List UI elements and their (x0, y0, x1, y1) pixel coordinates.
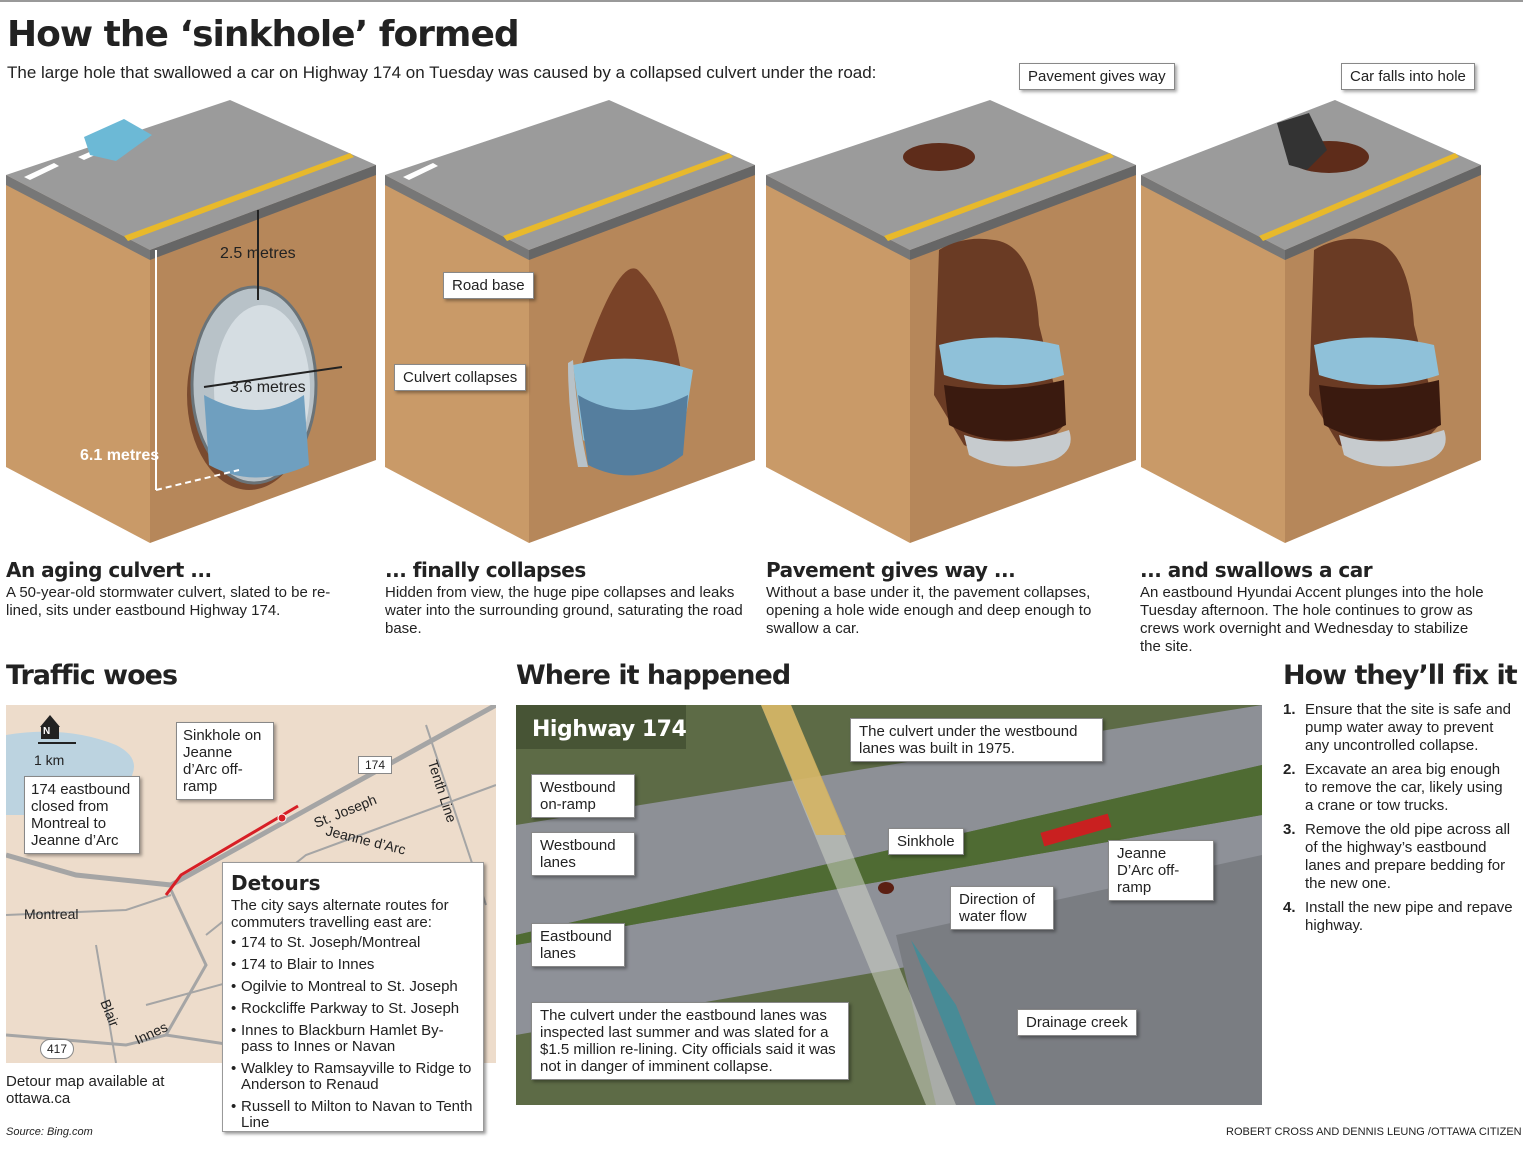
stage-2-text: Hidden from view, the huge pipe collapse… (385, 584, 743, 637)
source-note: Source: Bing.com (6, 1126, 93, 1138)
fix-step: 2. Excavate an area big enough to remove … (1283, 761, 1513, 815)
detours-box: Detours The city says alternate routes f… (222, 862, 484, 1132)
closed-road-callout: 174 eastbound closed from Montreal to Je… (24, 776, 140, 854)
westbound-culvert-callout: The culvert under the westbound lanes wa… (850, 718, 1103, 762)
fix-step-text: Ensure that the site is safe and pump wa… (1305, 701, 1511, 754)
depth-label: 2.5 metres (220, 245, 296, 262)
fix-step-number: 2. (1283, 761, 1296, 778)
stage-2-heading: ... finally collapses (385, 558, 586, 582)
page-subtitle: The large hole that swallowed a car on H… (7, 63, 877, 82)
eastbound-lanes-callout: Eastbound lanes (531, 923, 625, 967)
diameter-label: 3.6 metres (230, 379, 306, 396)
detour-item: Innes to Blackburn Hamlet By-pass to Inn… (231, 1023, 475, 1055)
westbound-onramp-callout: Westbound on-ramp (531, 774, 635, 818)
drainage-creek-callout: Drainage creek (1017, 1009, 1137, 1036)
fix-step: 1. Ensure that the site is safe and pump … (1283, 701, 1513, 755)
car-falls-callout: Car falls into hole (1341, 63, 1475, 90)
scale-label: 1 km (34, 752, 65, 768)
stage-1-heading: An aging culvert ... (6, 558, 212, 582)
stage-3-svg (766, 100, 1136, 543)
detour-map-note: Detour map available at ottawa.ca (6, 1073, 165, 1107)
hwy-417-shield: 417 (40, 1039, 75, 1059)
stage-4-text: An eastbound Hyundai Accent plunges into… (1140, 584, 1484, 655)
culvert-collapses-callout: Culvert collapses (394, 364, 527, 391)
stage-4-svg (1141, 100, 1481, 543)
fix-step: 4. Install the new pipe and repave highwa… (1283, 899, 1513, 935)
stage-3-illustration (764, 95, 1136, 545)
detour-item: Rockcliffe Parkway to St. Joseph (231, 1001, 475, 1018)
stage-3-caption: Pavement gives way ... Without a base un… (766, 558, 1126, 638)
stage-1-text: A 50-year-old stormwater culvert, slated… (6, 584, 331, 619)
westbound-lanes-callout: Westbound lanes (531, 832, 635, 876)
stage-3-text: Without a base under it, the pavement co… (766, 584, 1092, 637)
stage-2-illustration (383, 95, 755, 545)
page-title: How the ‘sinkhole’ formed (7, 14, 520, 55)
fix-steps: 1. Ensure that the site is safe and pump … (1283, 701, 1513, 941)
fix-step: 3. Remove the old pipe across all of the … (1283, 821, 1513, 893)
sinkhole-callout: Sinkhole (888, 828, 964, 855)
detour-item: Ogilvie to Montreal to St. Joseph (231, 979, 475, 996)
detour-item: Walkley to Ramsayville to Ridge to Ander… (231, 1061, 475, 1093)
hwy-174-shield: 174 (358, 756, 393, 774)
where-heading: Where it happened (516, 660, 791, 691)
detour-item: Russell to Milton to Navan to Tenth Line (231, 1099, 475, 1131)
fix-step-number: 1. (1283, 701, 1296, 718)
fix-step-number: 4. (1283, 899, 1296, 916)
fix-list: 1. Ensure that the site is safe and pump … (1283, 701, 1513, 935)
fix-heading: How they’ll fix it (1283, 660, 1518, 691)
stage-2-svg (385, 100, 755, 543)
fix-step-text: Remove the old pipe across all of the hi… (1305, 821, 1511, 892)
stage-4-illustration (1139, 95, 1511, 545)
detours-list: 174 to St. Joseph/Montreal 174 to Blair … (231, 935, 475, 1131)
pavement-gives-way-callout: Pavement gives way (1019, 63, 1175, 90)
fix-step-number: 3. (1283, 821, 1296, 838)
detour-item: 174 to Blair to Innes (231, 957, 475, 974)
stage-1-illustration (4, 95, 376, 545)
stage-4-caption: ... and swallows a car An eastbound Hyun… (1140, 558, 1485, 656)
road-base-callout: Road base (443, 272, 534, 299)
montreal-road-label: Montreal (24, 906, 79, 922)
stage-1-caption: An aging culvert ... A 50-year-old storm… (6, 558, 366, 620)
aerial-highway-label: Highway 174 (532, 717, 687, 742)
detours-intro: The city says alternate routes for commu… (231, 897, 449, 931)
stage-2-caption: ... finally collapses Hidden from view, … (385, 558, 745, 638)
detours-heading: Detours (231, 871, 321, 895)
water-flow-callout: Direction of water flow (950, 886, 1054, 930)
sinkhole-map-callout: Sinkhole on Jeanne d’Arc off-ramp (176, 722, 274, 800)
fix-step-text: Excavate an area big enough to remove th… (1305, 761, 1503, 814)
traffic-heading: Traffic woes (6, 660, 178, 691)
detour-item: 174 to St. Joseph/Montreal (231, 935, 475, 952)
aerial-photo (516, 705, 1262, 1105)
jeanne-offramp-callout: Jeanne D’Arc off-ramp (1108, 840, 1214, 901)
stage-1-svg (6, 100, 376, 543)
stage-3-heading: Pavement gives way ... (766, 558, 1016, 582)
fix-step-text: Install the new pipe and repave highway. (1305, 899, 1513, 934)
height-label: 6.1 metres (80, 447, 160, 464)
north-arrow-icon: N (43, 726, 51, 737)
stage-4-heading: ... and swallows a car (1140, 558, 1373, 582)
credit-line: ROBERT CROSS AND DENNIS LEUNG /OTTAWA CI… (1226, 1126, 1522, 1138)
top-rule (0, 0, 1523, 2)
eastbound-culvert-callout: The culvert under the eastbound lanes wa… (531, 1002, 849, 1080)
